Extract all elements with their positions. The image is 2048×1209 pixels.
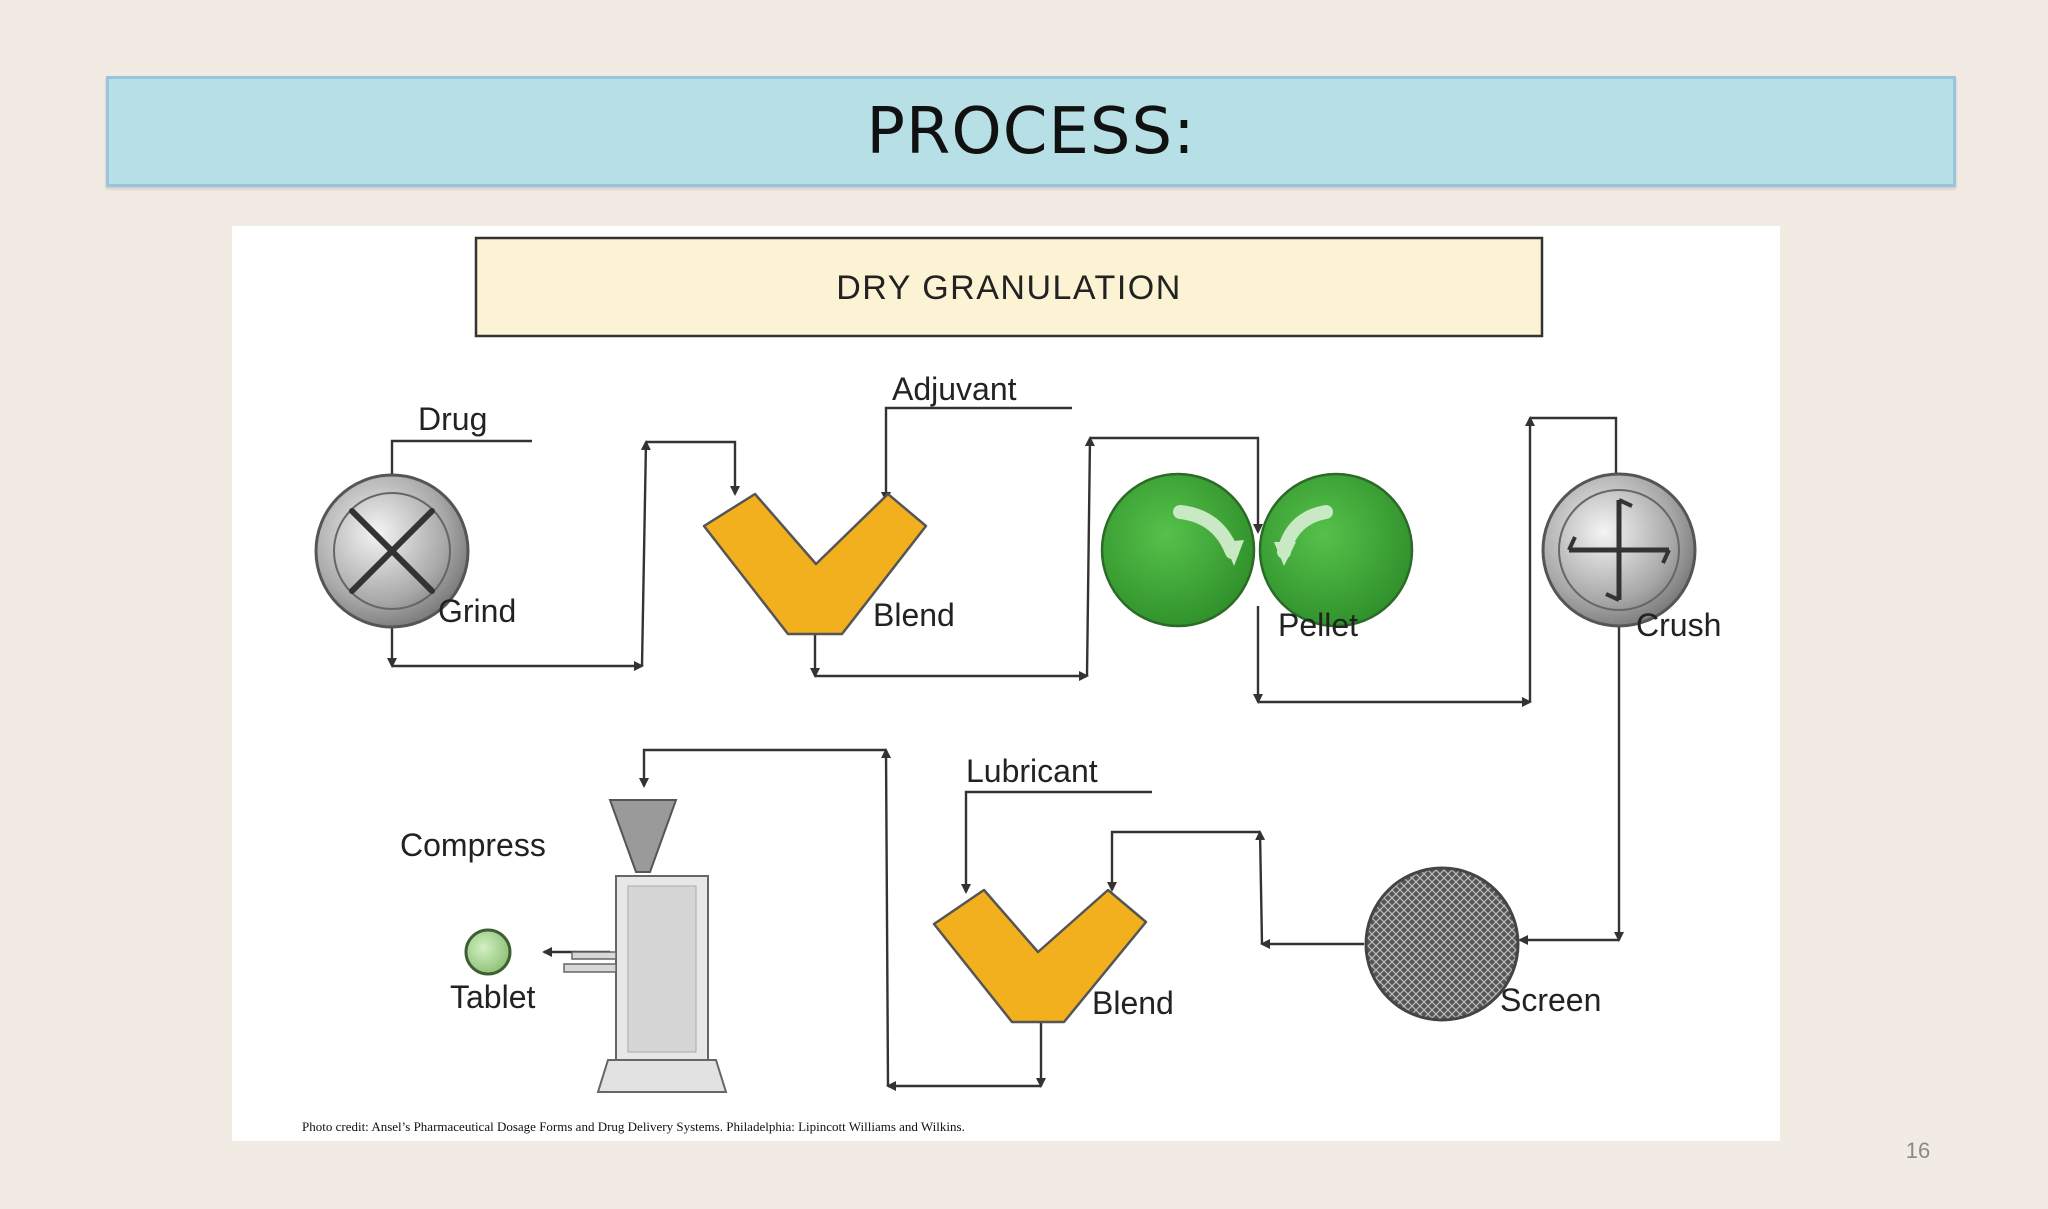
diagram-header: DRY GRANULATION	[836, 269, 1182, 307]
blend-2-label: Blend	[1092, 985, 1174, 1021]
drug-label: Drug	[418, 401, 487, 437]
grind-label: Grind	[438, 593, 516, 629]
photo-credit: Photo credit: Ansel’s Pharmaceutical Dos…	[302, 1119, 965, 1134]
tablet-label: Tablet	[450, 979, 536, 1015]
grind-mill-icon	[314, 473, 470, 629]
screen-sieve-icon	[1364, 866, 1520, 1022]
blender-1-icon	[702, 492, 928, 636]
dry-granulation-diagram: DRY GRANULATION	[302, 236, 1721, 1134]
tablet-press-icon	[563, 799, 728, 1093]
adjuvant-label: Adjuvant	[892, 371, 1017, 407]
slide-title: PROCESS:	[866, 94, 1196, 169]
slide-title-bar: PROCESS:	[106, 76, 1956, 187]
pellet-rollers-icon	[1100, 472, 1414, 628]
crush-mill-icon	[1541, 472, 1697, 628]
crush-label: Crush	[1636, 607, 1721, 643]
blend-1-label: Blend	[873, 597, 955, 633]
diagram-header-box	[474, 236, 1544, 338]
screen-label: Screen	[1500, 982, 1601, 1018]
tablet-icon	[464, 928, 512, 976]
compress-label: Compress	[400, 827, 546, 863]
flow-lines	[387, 406, 1624, 1091]
lubricant-label: Lubricant	[966, 753, 1098, 789]
blender-2-icon	[932, 888, 1148, 1024]
diagram-panel: DRY GRANULATION	[232, 226, 1780, 1141]
pellet-label: Pellet	[1278, 607, 1358, 643]
page-number: 16	[1905, 1138, 1931, 1163]
